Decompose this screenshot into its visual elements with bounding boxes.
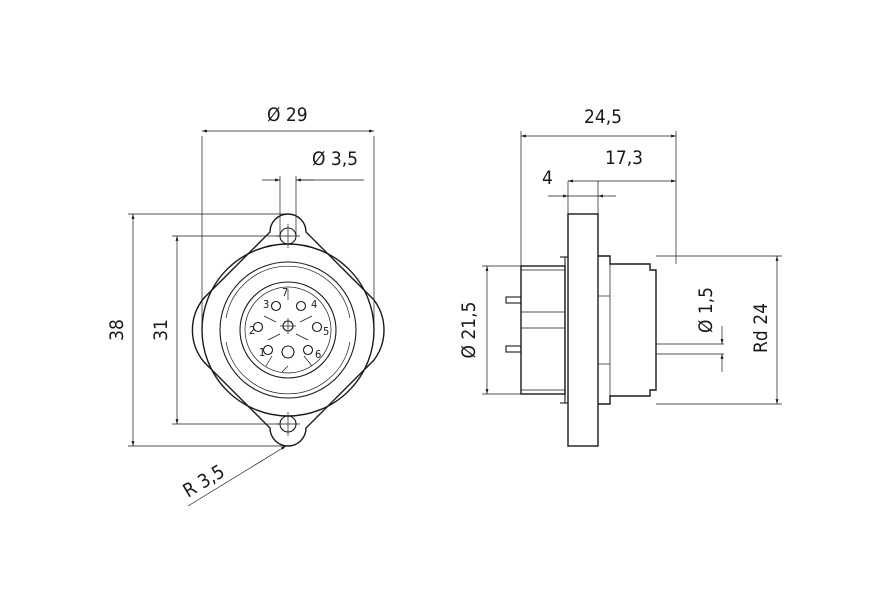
side-rear-body [598,255,657,405]
dim-overall-diameter: Ø 29 [267,104,308,126]
pin-label-3: 3 [263,298,269,311]
body-ring [219,261,357,399]
side-view: 24,5 4 17,3 Ø 21,5 Ø 1,5 Rd 24 [458,106,782,447]
dim-thread: Rd 24 [750,303,772,353]
dim-flange-height: 38 [106,319,128,341]
pin-label-4: 4 [311,298,317,311]
dim-body-length: 17,3 [605,147,643,169]
front-view: 1 2 3 4 5 6 7 Ø 29 Ø 3,5 38 31 R 3,5 [106,104,385,507]
insert-ring [239,281,337,379]
dim-pin-diameter: Ø 1,5 [695,287,717,333]
flange-outline [191,213,385,447]
pin-label-5: 5 [323,325,329,338]
dim-hole-diameter: Ø 3,5 [312,148,358,170]
dim-flange-offset: 4 [542,167,553,189]
pin-carrier [244,286,332,374]
pin-label-1: 1 [259,346,265,359]
pin-label-2: 2 [249,324,255,337]
dim-hole-spacing: 31 [150,319,172,341]
pin-label-6: 6 [315,348,321,361]
pin-label-7: 7 [282,286,288,299]
side-thread-body [520,265,566,395]
pin-sockets [252,289,323,373]
dim-total-length: 24,5 [584,106,622,128]
side-flange [567,213,599,447]
dim-body-diameter: Ø 21,5 [458,302,480,359]
